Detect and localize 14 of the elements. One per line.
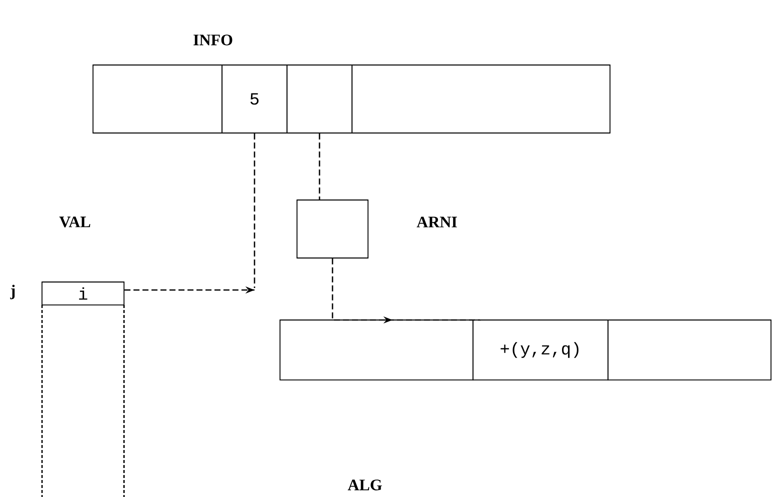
array-cell — [92, 64, 222, 134]
label: INFO — [194, 34, 232, 46]
array-cell: +(y,z,q) — [472, 320, 608, 380]
label: j — [10, 284, 15, 300]
label: ARNI — [416, 216, 457, 228]
array-cell — [352, 64, 610, 134]
array-cell: i — [42, 282, 124, 306]
array-cell: 5 — [222, 64, 288, 134]
label: ALG — [348, 480, 382, 490]
label: VAL — [59, 216, 90, 228]
array-cell — [608, 320, 772, 380]
array-cell — [280, 320, 474, 380]
array-cell — [286, 64, 352, 134]
array-cell — [296, 200, 368, 258]
